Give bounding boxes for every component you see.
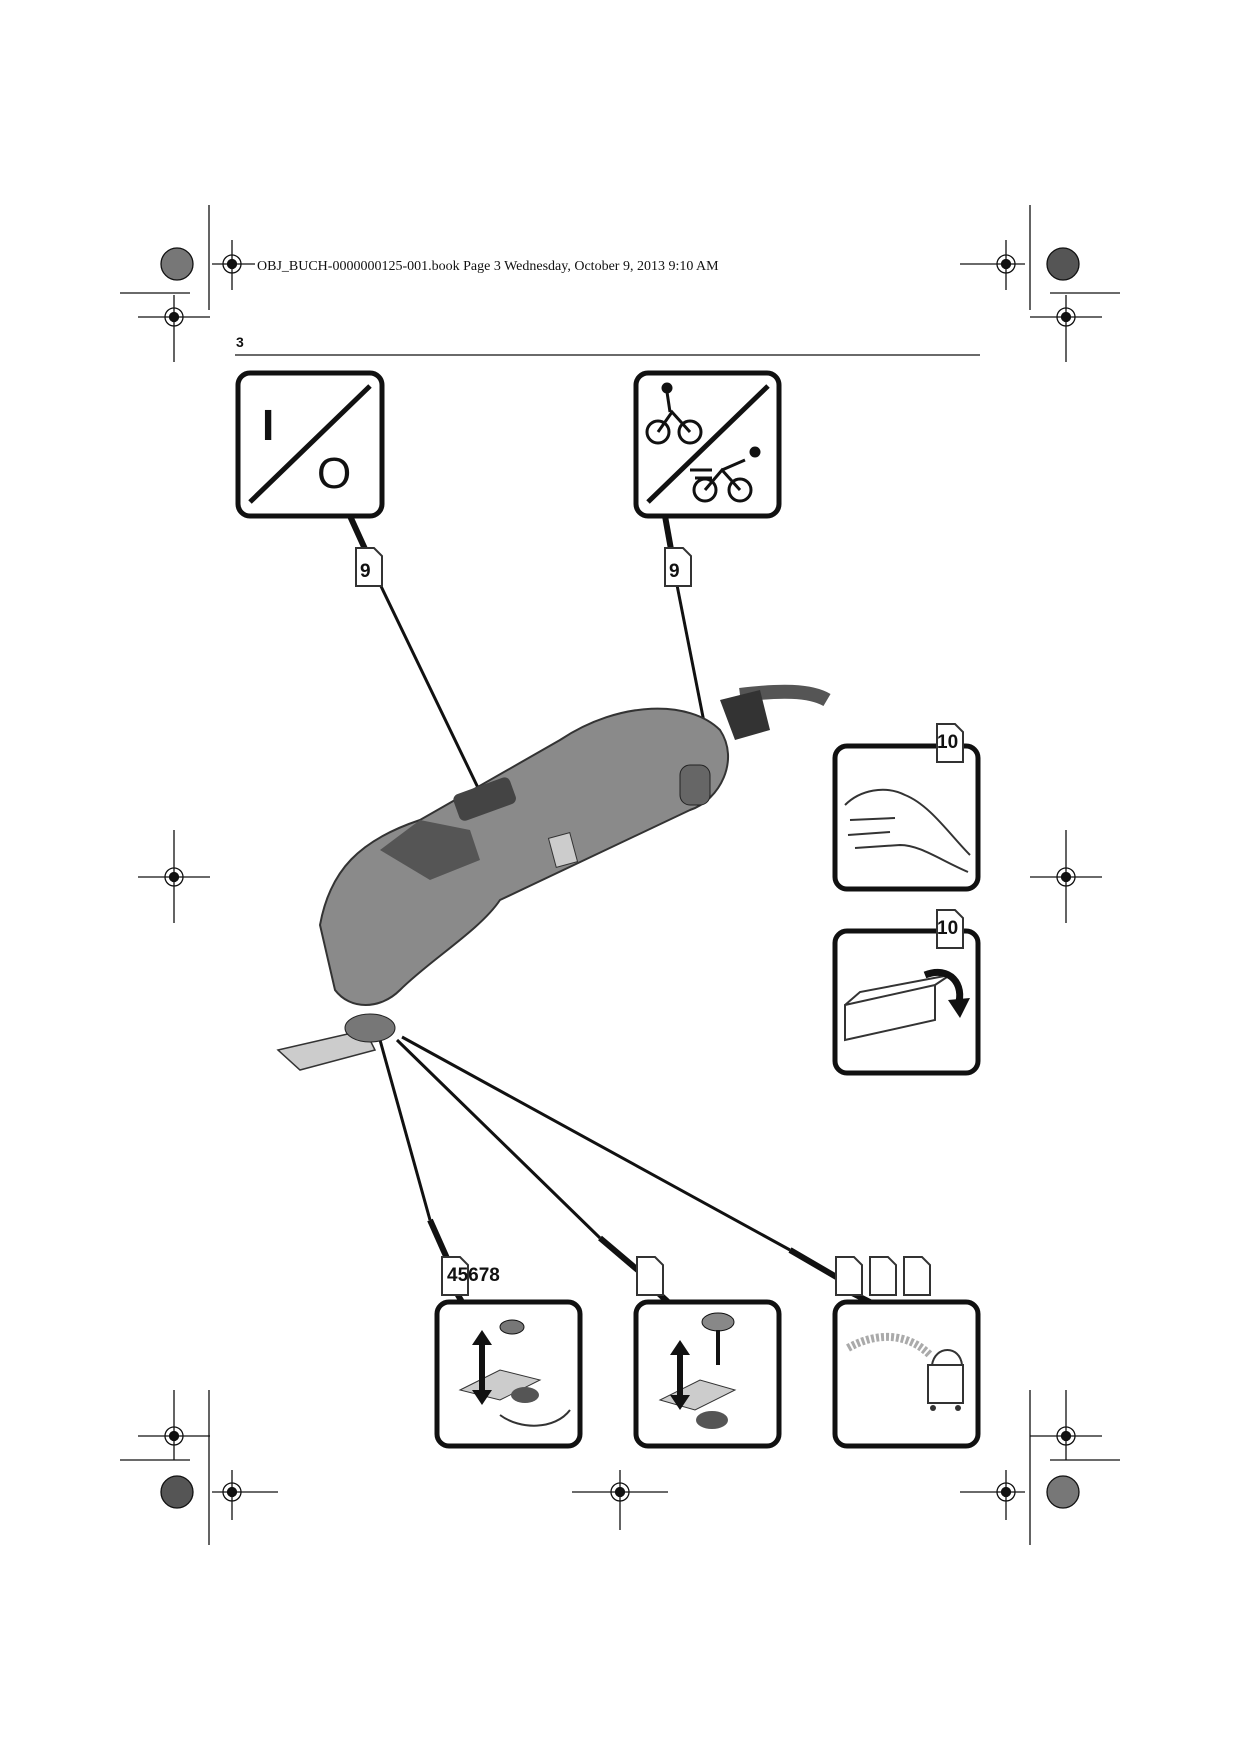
registration-marks: [120, 205, 1120, 1545]
crosshair-icon: [572, 1470, 668, 1530]
page-ref-blank: [636, 1256, 664, 1296]
page-ref-blank: [835, 1256, 863, 1296]
svg-text:10: 10: [937, 732, 958, 753]
page-ref-tool-change: 45678: [441, 1256, 500, 1296]
slow-cyclist-icon: [645, 382, 703, 445]
color-target-icon: [160, 1475, 194, 1509]
hose-icon: [846, 1332, 933, 1358]
crosshair-icon: [138, 295, 210, 362]
multitool-illustration: [276, 684, 831, 1071]
tool-change-screw-panel: [633, 1299, 782, 1449]
crosshair-icon: [138, 830, 210, 923]
fast-cyclist-icon: [690, 446, 761, 503]
crosshair-icon: [960, 1470, 1025, 1520]
on-off-switch-panel: I O: [235, 370, 385, 519]
svg-text:45678: 45678: [447, 1265, 500, 1286]
page-ref-speed: 9: [664, 547, 692, 587]
off-symbol: O: [317, 449, 351, 498]
color-target-icon: [160, 247, 194, 281]
dust-extraction-panel: [832, 1299, 981, 1449]
crosshair-icon: [212, 1470, 278, 1520]
crosshair-icon: [1030, 295, 1102, 362]
box-icon: [844, 974, 951, 1042]
packaging-panel: [832, 928, 981, 1076]
hand-icon: [844, 788, 971, 873]
crosshair-icon: [212, 240, 255, 290]
crosshair-icon: [1030, 830, 1102, 923]
hand-vibration-panel: [832, 743, 981, 892]
page-ref-on-off: 9: [355, 547, 383, 587]
crosshair-icon: [1030, 1390, 1102, 1460]
svg-text:9: 9: [669, 561, 680, 582]
speed-control-panel: [633, 370, 782, 519]
crosshair-icon: [960, 240, 1025, 290]
page-ref-box: 10: [936, 909, 964, 949]
header-slug: OBJ_BUCH-0000000125-001.book Page 3 Wedn…: [257, 259, 719, 274]
page-ref-hand: 10: [936, 723, 964, 763]
page-ref-blank: [903, 1256, 931, 1296]
page-number: 3: [236, 334, 244, 350]
on-symbol: I: [262, 401, 274, 450]
vacuum-icon: [927, 1349, 964, 1404]
crosshair-icon: [138, 1390, 210, 1460]
svg-text:9: 9: [360, 561, 371, 582]
svg-text:10: 10: [937, 918, 958, 939]
page-ref-blank: [869, 1256, 897, 1296]
tool-change-panel: [434, 1299, 583, 1449]
color-target-icon: [1046, 247, 1080, 281]
color-target-icon: [1046, 1475, 1080, 1509]
